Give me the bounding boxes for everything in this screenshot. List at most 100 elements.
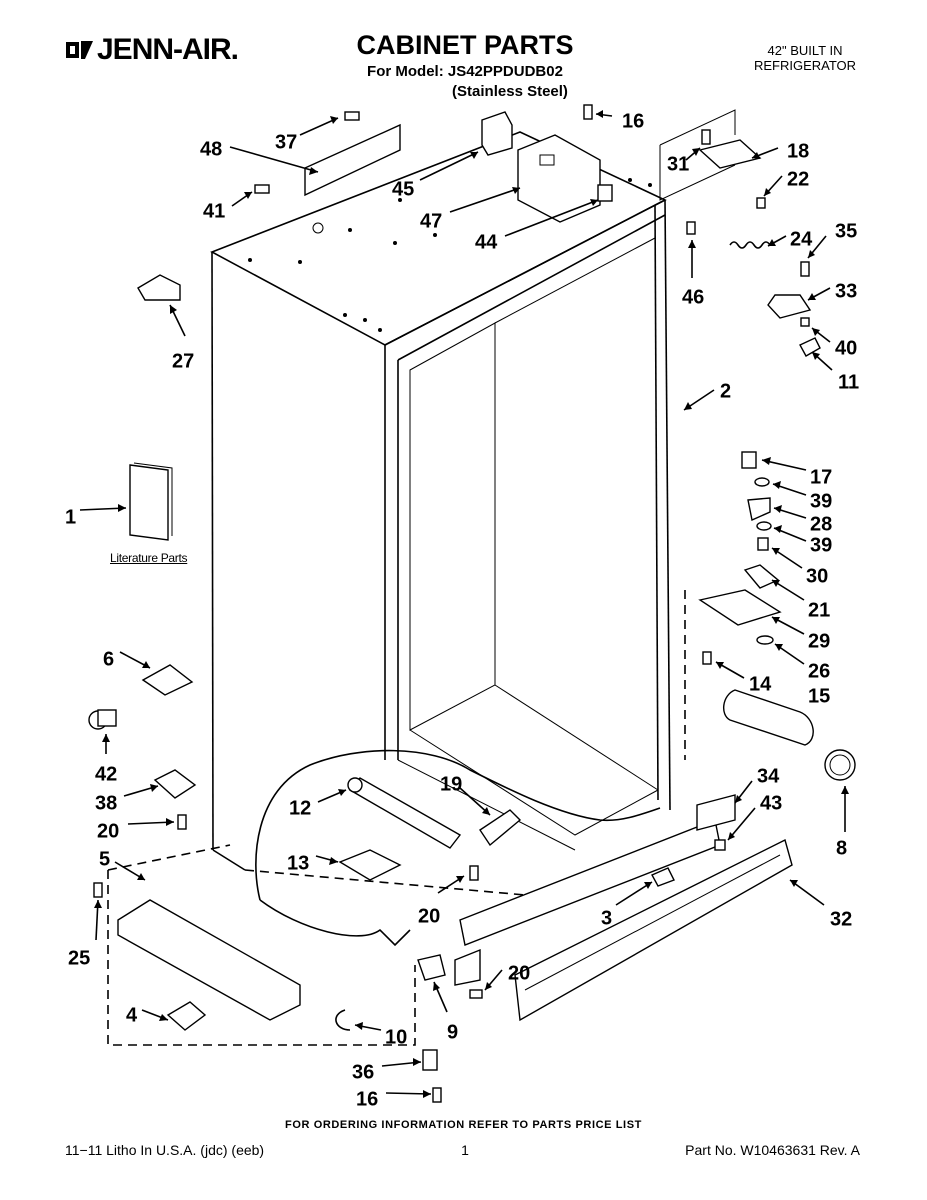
- screw-icons: [93, 104, 810, 1103]
- callout-11: 11: [838, 371, 859, 393]
- finish-line: (Stainless Steel): [452, 83, 568, 100]
- brand-logo: JENN-AIR.: [65, 33, 239, 67]
- cabinet-outline: [210, 131, 671, 947]
- callout-18: 18: [787, 140, 809, 162]
- callout-3: 3: [601, 907, 612, 929]
- callout-40: 40: [835, 337, 857, 359]
- part-38-bracket: [153, 769, 197, 799]
- callout-2: 2: [720, 380, 731, 402]
- part-24-spring: [729, 241, 771, 249]
- screw-31-icon: [701, 129, 711, 145]
- callout-35: 35: [835, 220, 857, 242]
- callout-4: 4: [126, 1004, 138, 1026]
- part-45-box: [481, 111, 513, 156]
- part-15-filter-housing: [723, 689, 856, 781]
- part-10-clip: [335, 1009, 351, 1031]
- callout-29: 29: [808, 630, 830, 652]
- screw-41-icon: [254, 184, 270, 194]
- callout-21: 21: [808, 599, 830, 621]
- callout-19: 19: [440, 773, 462, 795]
- callout-20: 20: [418, 905, 440, 927]
- callout-32: 32: [830, 908, 852, 930]
- jenn-air-logo-mark-icon: [66, 41, 93, 59]
- callout-20: 20: [508, 962, 530, 984]
- screw-35-icon: [800, 261, 810, 277]
- part-18-hinge-plate: [659, 109, 762, 201]
- part-5-base-rail: [117, 899, 301, 1021]
- part-27-clip: [137, 274, 181, 301]
- screw-20c-icon: [469, 989, 483, 999]
- callout-15: 15: [808, 685, 830, 707]
- callout-30: 30: [806, 565, 828, 587]
- callout-36: 36: [352, 1061, 374, 1083]
- callout-39: 39: [810, 490, 832, 512]
- callout-27: 27: [172, 350, 194, 372]
- callout-12: 12: [289, 797, 311, 819]
- part-number: Part No. W10463631 Rev. A: [685, 1142, 860, 1158]
- callout-46: 46: [682, 286, 704, 308]
- part-12-tube: [347, 777, 462, 849]
- part-6-clip: [141, 664, 194, 696]
- product-type-line2: REFRIGERATOR: [753, 58, 857, 73]
- part-42-plug: [88, 709, 117, 730]
- callout-43: 43: [760, 792, 782, 814]
- callout-26: 26: [808, 660, 830, 682]
- screw-16-icon: [583, 104, 593, 120]
- screw-16b-icon: [432, 1087, 442, 1103]
- page-number: 1: [461, 1142, 469, 1158]
- callout-16: 16: [356, 1088, 378, 1110]
- callout-37: 37: [275, 131, 297, 153]
- product-type-line1: 42" BUILT IN: [767, 43, 843, 58]
- callout-48: 48: [200, 138, 222, 160]
- brand-name: JENN-AIR.: [97, 33, 239, 66]
- page-title: CABINET PARTS: [356, 30, 574, 60]
- callout-31: 31: [667, 153, 689, 175]
- callout-47: 47: [420, 210, 442, 232]
- callout-1: 1: [65, 506, 76, 528]
- callout-45: 45: [392, 178, 414, 200]
- screw-43-icon: [714, 839, 726, 851]
- literature-parts-label: Literature Parts: [110, 551, 188, 565]
- callout-41: 41: [203, 200, 225, 222]
- part-1-literature: [129, 462, 173, 541]
- screw-25-icon: [93, 882, 103, 898]
- model-line: For Model: JS42PPDUDB02: [367, 63, 563, 80]
- callout-24: 24: [790, 228, 813, 250]
- part-47-bracket: [517, 134, 601, 223]
- product-type: 42" BUILT IN REFRIGERATOR: [740, 43, 870, 73]
- part-3-grille: [454, 819, 721, 986]
- callout-13: 13: [287, 852, 309, 874]
- callout-34: 34: [757, 765, 780, 787]
- callout-10: 10: [385, 1026, 407, 1048]
- callout-44: 44: [475, 231, 498, 253]
- callout-25: 25: [68, 947, 90, 969]
- leader-arrows: [79, 110, 849, 1098]
- callout-33: 33: [835, 280, 857, 302]
- screw-37-icon: [344, 111, 360, 121]
- part-11-small-part: [799, 337, 821, 357]
- callout-5: 5: [99, 848, 110, 870]
- callout-39: 39: [810, 534, 832, 556]
- callout-38: 38: [95, 792, 117, 814]
- base-dashed-outline: [107, 844, 526, 1046]
- callout-42: 42: [95, 763, 117, 785]
- part-33-bracket: [767, 294, 812, 319]
- callout-6: 6: [103, 648, 114, 670]
- ordering-note: FOR ORDERING INFORMATION REFER TO PARTS …: [285, 1119, 642, 1131]
- screw-20a-icon: [177, 814, 187, 830]
- screw-40-icon: [800, 317, 810, 327]
- part-9-roller: [417, 954, 446, 981]
- callout-14: 14: [749, 673, 772, 695]
- callout-22: 22: [787, 168, 809, 190]
- part-32-kickplate: [514, 838, 793, 1022]
- callout-8: 8: [836, 837, 847, 859]
- part-13-drip-pan: [338, 849, 402, 881]
- screw-14-icon: [702, 651, 712, 665]
- screw-46-icon: [686, 221, 696, 235]
- callout-28: 28: [810, 513, 832, 535]
- callout-16: 16: [622, 110, 644, 132]
- screw-22-icon: [756, 197, 766, 209]
- part-19-bracket: [479, 809, 522, 847]
